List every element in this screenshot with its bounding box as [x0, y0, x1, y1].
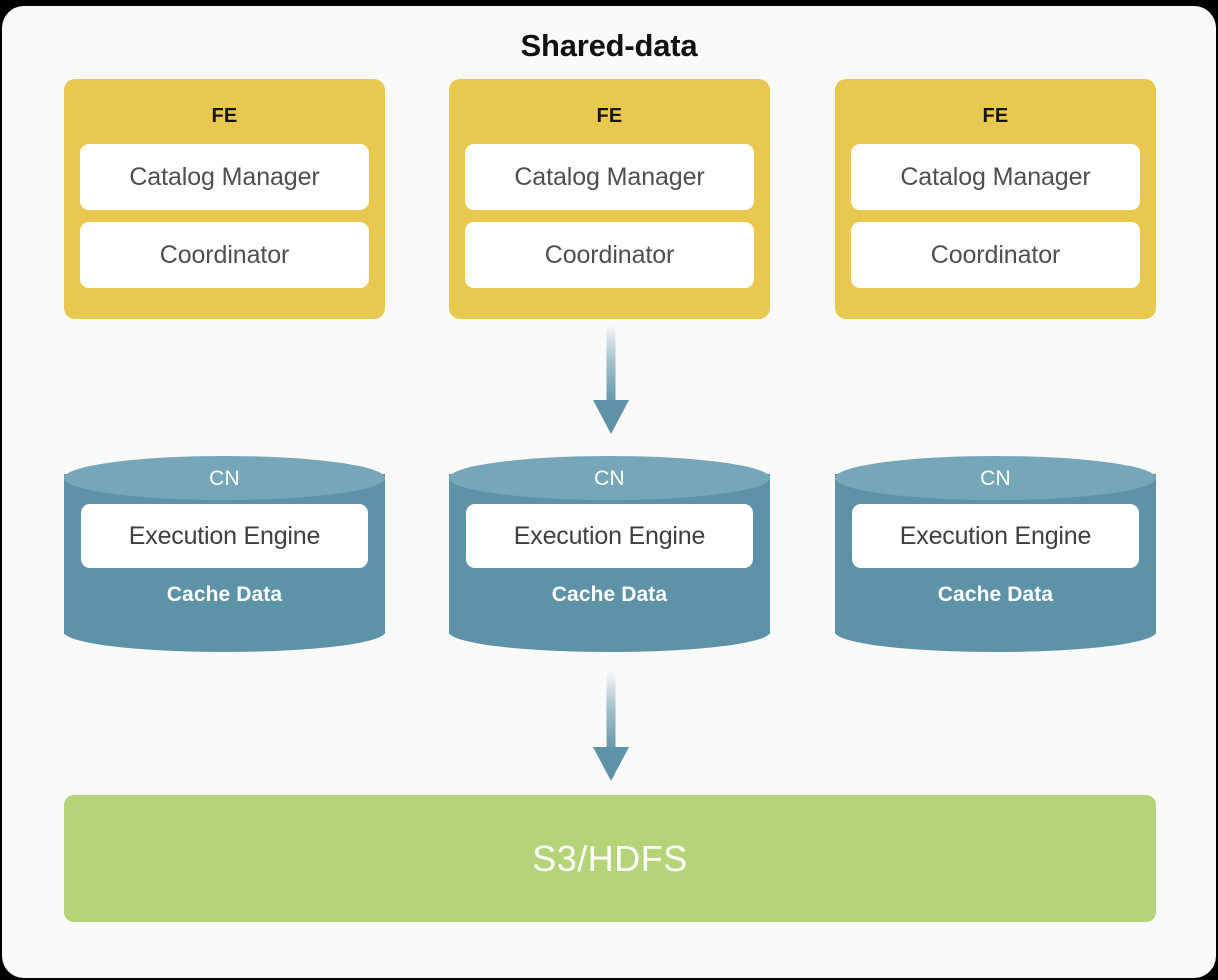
cn-node-1[interactable]: CN Execution Engine Cache Data [64, 456, 385, 652]
cn-to-storage-arrow [582, 671, 640, 791]
fe-node-1-catalog-manager[interactable]: Catalog Manager [80, 144, 369, 210]
cn-node-2-cylinder-top [449, 456, 770, 500]
fe-to-cn-arrow [582, 324, 640, 444]
diagram-card: Shared-data FE Catalog Manager Coordinat… [2, 6, 1216, 978]
storage-tier-label: S3/HDFS [532, 837, 688, 879]
cn-node-2-cylinder-bottom [449, 612, 770, 652]
page-title: Shared-data [520, 28, 698, 63]
fe-node-1[interactable]: FE Catalog Manager Coordinator [64, 79, 385, 319]
cn-node-3[interactable]: CN Execution Engine Cache Data [835, 456, 1156, 652]
cn-node-1-cache-data: Cache Data [166, 583, 283, 606]
cn-node-3-cylinder-bottom [835, 612, 1156, 652]
cn-tier: CN Execution Engine Cache Data CN Execut… [64, 456, 1156, 652]
fe-node-3-coordinator[interactable]: Coordinator [851, 222, 1140, 288]
fe-node-1-title: FE [211, 105, 238, 127]
cn-node-1-cylinder-bottom [64, 612, 385, 652]
cn-node-3-title: CN [980, 467, 1011, 490]
cn-node-1-execution-engine[interactable]: Execution Engine [81, 504, 368, 568]
cn-node-1-cylinder-top [64, 456, 385, 500]
cn-node-2[interactable]: CN Execution Engine Cache Data [449, 456, 770, 652]
cn-node-3-cylinder-top [835, 456, 1156, 500]
cn-node-2-execution-engine[interactable]: Execution Engine [466, 504, 753, 568]
fe-node-1-coordinator[interactable]: Coordinator [80, 222, 369, 288]
fe-node-2[interactable]: FE Catalog Manager Coordinator [449, 79, 770, 319]
cn-node-2-content: CN Execution Engine Cache Data [449, 456, 770, 652]
cn-node-3-content: CN Execution Engine Cache Data [835, 456, 1156, 652]
fe-node-3[interactable]: FE Catalog Manager Coordinator [835, 79, 1156, 319]
cn-node-1-title: CN [209, 467, 240, 490]
fe-node-2-coordinator[interactable]: Coordinator [465, 222, 754, 288]
cn-node-2-cache-data: Cache Data [551, 583, 668, 606]
cn-node-1-content: CN Execution Engine Cache Data [64, 456, 385, 652]
storage-tier[interactable]: S3/HDFS [64, 795, 1156, 922]
fe-node-2-catalog-manager[interactable]: Catalog Manager [465, 144, 754, 210]
cn-node-3-execution-engine[interactable]: Execution Engine [852, 504, 1139, 568]
cn-node-3-cache-data: Cache Data [937, 583, 1054, 606]
fe-node-3-title: FE [982, 105, 1009, 127]
fe-tier: FE Catalog Manager Coordinator FE Catalo… [64, 79, 1156, 319]
fe-node-2-title: FE [596, 105, 623, 127]
fe-node-3-catalog-manager[interactable]: Catalog Manager [851, 144, 1140, 210]
cn-node-2-title: CN [594, 467, 625, 490]
